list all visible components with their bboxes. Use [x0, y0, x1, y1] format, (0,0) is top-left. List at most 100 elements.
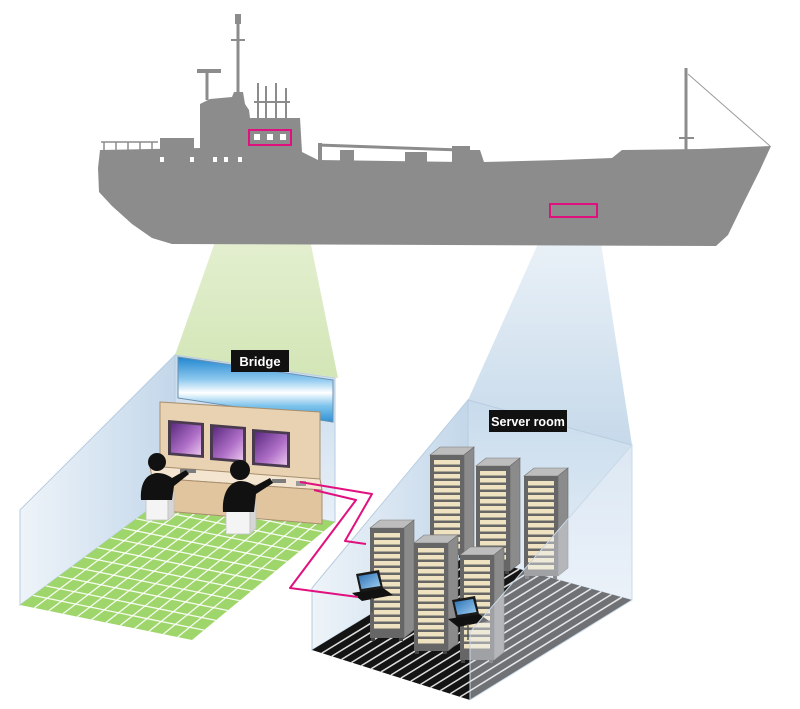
- rack-unit: [464, 560, 490, 565]
- rack-unit: [374, 554, 400, 559]
- rack-unit: [418, 555, 444, 560]
- laptop-screen: [454, 599, 477, 615]
- rack-unit: [374, 582, 400, 587]
- floor-stripe: [449, 593, 612, 695]
- bridge-operator: [222, 460, 273, 512]
- rack-unit: [434, 502, 460, 507]
- rack-unit: [434, 474, 460, 479]
- bridge-label: Bridge: [231, 350, 289, 372]
- rack-side: [403, 519, 415, 639]
- rack-unit: [528, 516, 554, 521]
- rack-unit: [528, 495, 554, 500]
- rack-unit: [480, 527, 506, 532]
- rack-side: [463, 446, 475, 556]
- rack-side: [447, 534, 459, 652]
- server-room: Server room: [311, 398, 633, 701]
- rack-unit: [418, 611, 444, 616]
- rack-unit: [464, 567, 490, 572]
- rack-foot: [399, 638, 403, 641]
- rack-unit: [528, 544, 554, 549]
- rack-unit: [528, 558, 554, 563]
- window: [280, 134, 286, 140]
- rack-unit: [480, 541, 506, 546]
- rack-unit: [464, 588, 490, 593]
- network-cable-line: [289, 489, 359, 598]
- console-monitor: [252, 429, 290, 468]
- rack-unit: [464, 581, 490, 586]
- rack-unit: [434, 509, 460, 514]
- radar-bar: [197, 69, 221, 73]
- rack-unit: [464, 595, 490, 600]
- console-keyboard: [180, 469, 196, 473]
- rack-unit: [480, 506, 506, 511]
- crane-block: [452, 146, 470, 162]
- rack-foot: [489, 660, 493, 663]
- rack-unit: [374, 603, 400, 608]
- rack-unit: [374, 540, 400, 545]
- rack-unit: [434, 488, 460, 493]
- ship-hull: [98, 92, 771, 246]
- rack-unit: [464, 574, 490, 579]
- window: [238, 157, 242, 162]
- operator-body: [222, 478, 273, 512]
- deck-box: [405, 152, 427, 162]
- rack-unit: [374, 533, 400, 538]
- floor-grid-line: [162, 516, 309, 635]
- server-room-label: Server room: [489, 410, 567, 432]
- rack-unit: [434, 481, 460, 486]
- rack-unit: [374, 610, 400, 615]
- rack-unit: [480, 520, 506, 525]
- rack-unit: [418, 639, 444, 644]
- bridge-sea-view-window: [177, 356, 334, 423]
- rack-unit: [434, 467, 460, 472]
- rack-unit: [528, 565, 554, 570]
- rack-unit: [434, 523, 460, 528]
- rack-unit: [528, 502, 554, 507]
- rack-unit: [528, 481, 554, 486]
- rack-unit: [418, 597, 444, 602]
- rack-unit: [418, 576, 444, 581]
- bridge-label-text: Bridge: [239, 354, 280, 369]
- fore-mast: [679, 68, 771, 150]
- rack-unit: [464, 602, 490, 607]
- hull-windows: [160, 157, 242, 162]
- window: [254, 134, 260, 140]
- rack-unit: [480, 513, 506, 518]
- window: [267, 134, 273, 140]
- server-room-glass-wall: [469, 443, 633, 701]
- operator-body: [140, 470, 189, 500]
- deck-box: [340, 150, 354, 162]
- rack-unit: [464, 637, 490, 642]
- window: [160, 157, 164, 162]
- rack-unit: [374, 617, 400, 622]
- crane-boom: [317, 143, 461, 152]
- rack-unit: [480, 478, 506, 483]
- rack-foot: [461, 660, 465, 663]
- console-control-unit: [296, 481, 306, 486]
- monitor-screen: [213, 427, 243, 460]
- rack-unit: [418, 604, 444, 609]
- bridge-windows: [254, 134, 286, 140]
- rack-unit: [434, 530, 460, 535]
- window: [190, 157, 194, 162]
- server-room-label-background: [489, 410, 567, 432]
- floor-stripe: [430, 588, 592, 689]
- monitor-screen: [171, 423, 201, 455]
- rack-unit: [528, 551, 554, 556]
- rack-unit: [418, 590, 444, 595]
- rack-foot: [525, 576, 529, 579]
- server-room-label-text: Server room: [491, 415, 565, 429]
- laptop-screen: [358, 573, 381, 589]
- rack-unit: [418, 548, 444, 553]
- radar-antenna: [197, 69, 221, 100]
- bridge-antennas: [254, 83, 290, 118]
- rack-unit: [480, 471, 506, 476]
- rack-unit: [418, 625, 444, 630]
- server-rack: [523, 467, 569, 579]
- main-mast: [231, 14, 245, 97]
- console-monitor: [210, 424, 246, 463]
- rack-unit: [374, 624, 400, 629]
- bridge-room: Bridge: [19, 350, 336, 640]
- rack-unit: [464, 644, 490, 649]
